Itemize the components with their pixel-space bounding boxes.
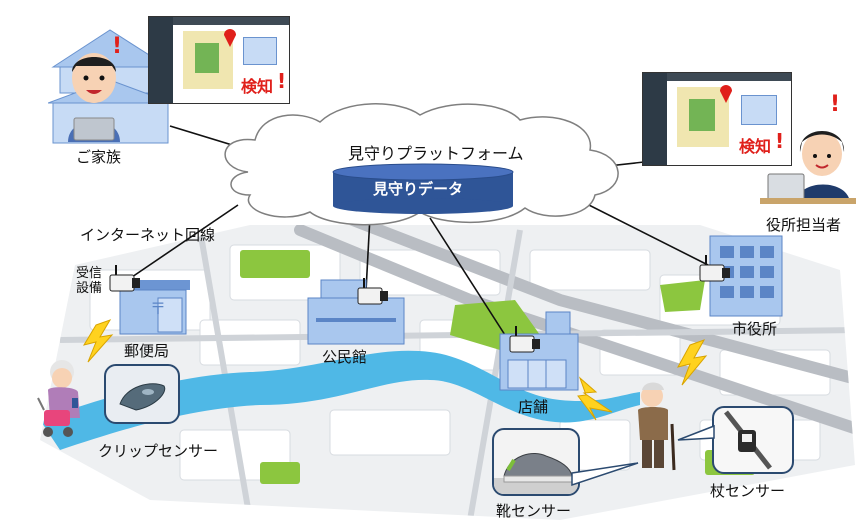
callout-pointer [677, 424, 715, 441]
cane-sensor-label: 杖センサー [710, 482, 786, 500]
alert-exclamation-icon: ! [277, 69, 287, 93]
alert-exclamation-icon: ! [112, 34, 123, 59]
database [332, 163, 514, 214]
alert-exclamation-icon: ! [830, 92, 841, 117]
community-center-building [307, 279, 405, 345]
network-label: インターネット回線 [80, 226, 216, 244]
shoe-sensor-label: 靴センサー [496, 502, 572, 520]
cane-sensor-image [712, 406, 794, 474]
elderly-woman-icon [37, 360, 80, 437]
callout-pointer [571, 462, 639, 487]
official-monitor-screen: 検知 ! [642, 72, 792, 166]
official-person-icon [760, 131, 856, 204]
post-office-label: 郵便局 [124, 342, 170, 360]
family-label: ご家族 [76, 148, 122, 166]
detection-alert-text: 検知 [739, 137, 772, 156]
detection-alert-text: 検知 [241, 77, 274, 96]
receiver-device-icon [109, 265, 140, 292]
community-center-label: 公民館 [322, 348, 368, 366]
family-person-icon [68, 53, 120, 142]
official-label: 役所担当者 [766, 216, 842, 234]
svg-text:〒: 〒 [150, 299, 166, 318]
post-office-building: 〒 [114, 280, 190, 335]
shoe-sensor-image [492, 428, 580, 496]
clip-sensor-image [104, 364, 180, 424]
receiver-label: 受信 設備 [76, 266, 103, 296]
shop-label: 店舗 [518, 398, 549, 416]
city-hall-label: 市役所 [732, 320, 778, 338]
database-label: 見守りデータ [373, 180, 464, 198]
cloud-title: 見守りプラットフォーム [348, 144, 524, 163]
clip-sensor-label: クリップセンサー [98, 442, 219, 460]
city-hall-building [709, 235, 783, 317]
receiver-device-icon [357, 278, 388, 305]
family-monitor-screen: 検知 ! [148, 16, 290, 104]
elderly-man-icon [638, 382, 676, 471]
receiver-device-icon [509, 326, 540, 353]
receiver-device-icon [699, 255, 730, 282]
alert-exclamation-icon: ! [775, 129, 785, 153]
